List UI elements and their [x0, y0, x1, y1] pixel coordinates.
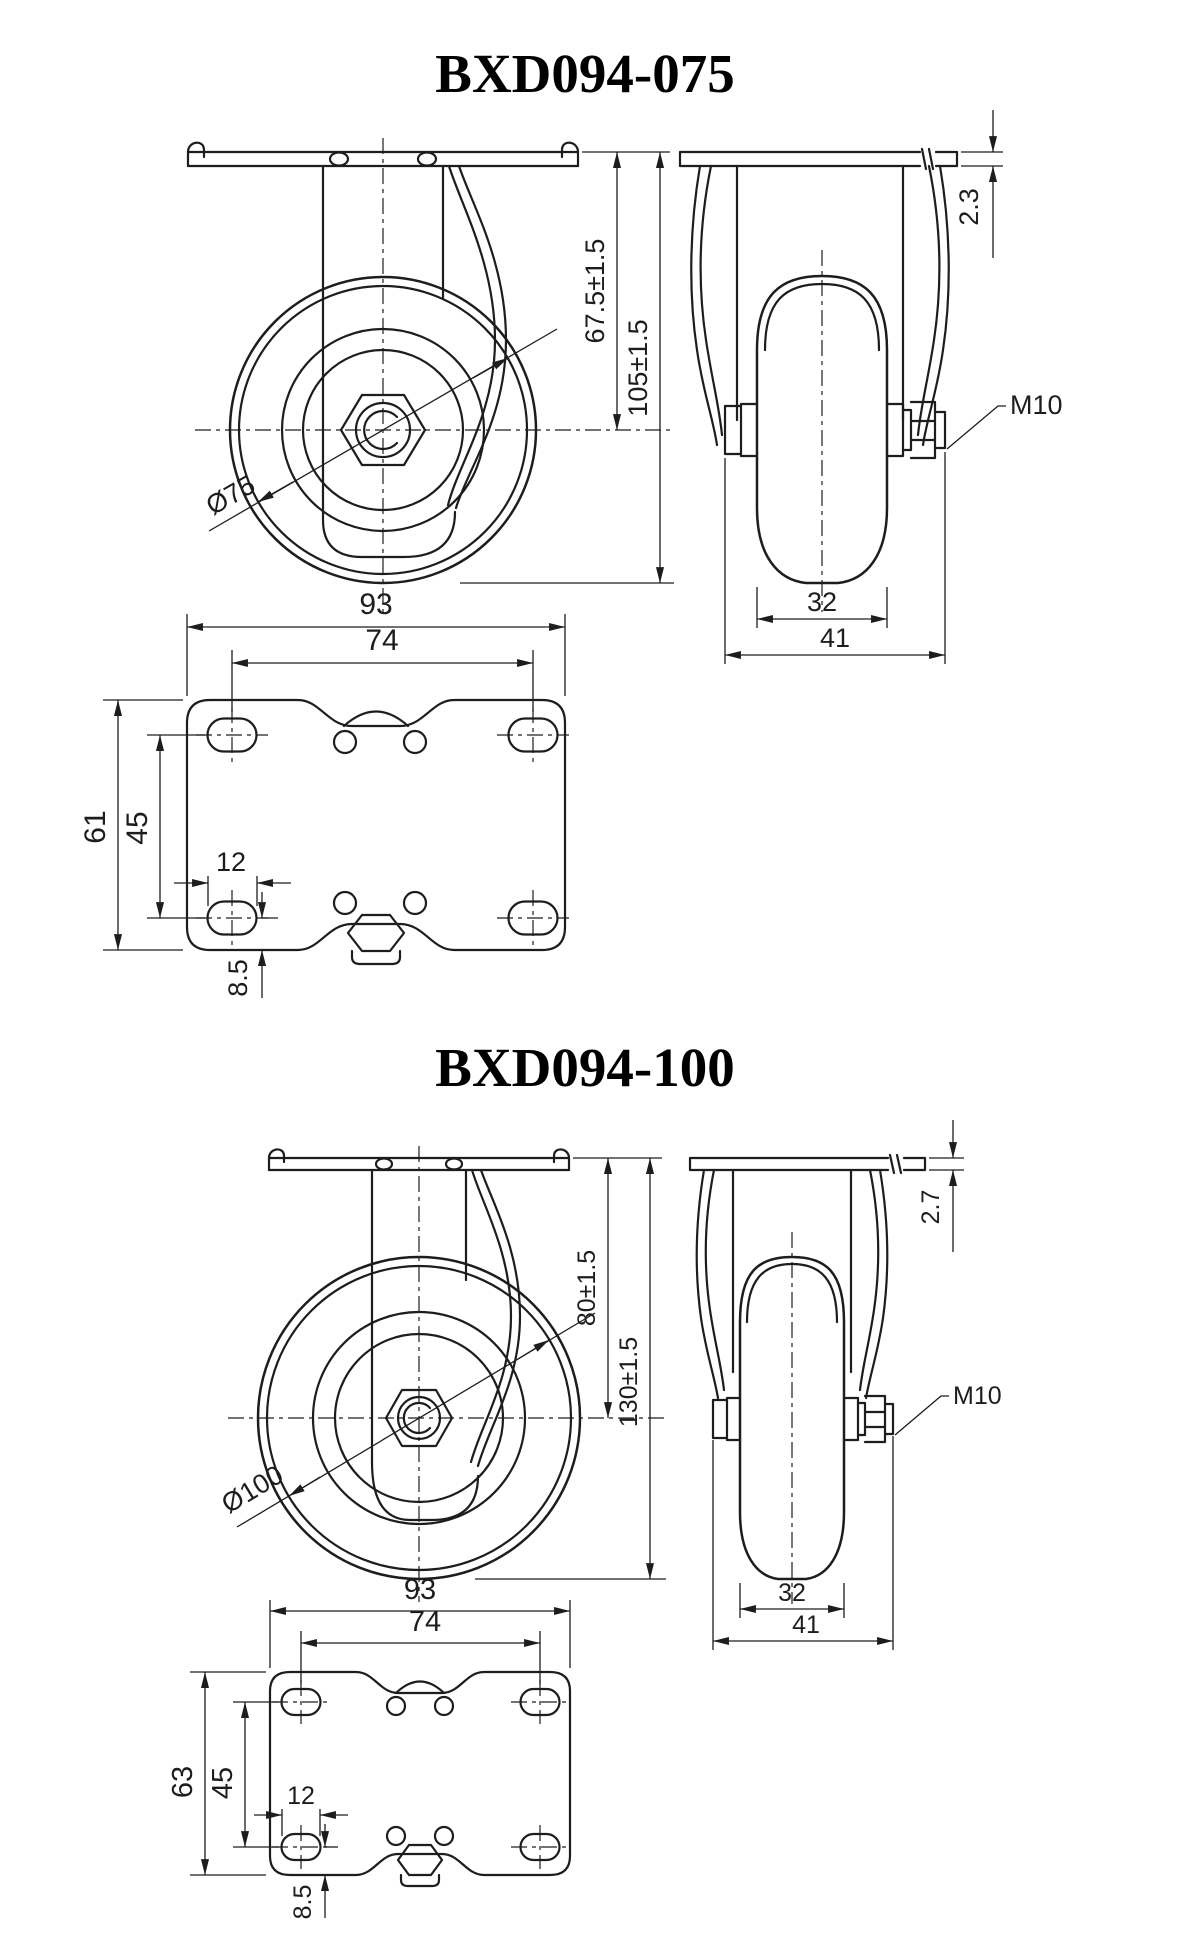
plate-dims: 93 74 63 45 12 8.5 [167, 1574, 571, 1920]
axle-bore [396, 1395, 442, 1441]
dim-mount-to-axle: 67.5±1.5 [580, 239, 610, 344]
dim-wheel-diameter-label: Ø75 [201, 469, 260, 521]
tire-outer [228, 275, 538, 585]
dim-hole-pitch-length: 74 [409, 1606, 441, 1638]
rivet-hole [385, 1695, 407, 1717]
hub-outer [311, 1310, 527, 1526]
axle-nut [384, 1388, 454, 1448]
dim-hub-width: 41 [792, 1611, 820, 1639]
tire-inner [237, 284, 529, 576]
dim-widths: 32 41 [724, 452, 946, 664]
dim-overall-height: 105±1.5 [623, 319, 653, 416]
dim-plate-width: 61 [79, 810, 112, 843]
dim-hole-pitch-length: 74 [365, 624, 398, 657]
dim-wheel-diameter: Ø100 [216, 1312, 596, 1528]
dim-overall-height: 130±1.5 [615, 1337, 643, 1427]
top-plate-edge [186, 141, 580, 168]
tire-outer [256, 1255, 582, 1581]
dim-wheel-diameter-label: Ø100 [216, 1459, 288, 1519]
dim-slot-length: 12 [216, 847, 246, 877]
fork-bracket [321, 164, 508, 559]
dim-mount-to-axle: 80±1.5 [573, 1250, 601, 1326]
dim-widths: 32 41 [712, 1436, 894, 1650]
side-wheel [738, 1232, 846, 1604]
plate-dims: 93 74 61 45 12 8.5 [79, 588, 566, 998]
side-fork-legs [695, 1168, 889, 1400]
front-view: Ø100 80±1.5 130±1.5 [216, 1146, 666, 1602]
dim-slot-length: 12 [287, 1782, 315, 1810]
axle-thread-label: M10 [1010, 390, 1063, 420]
plate-hole [444, 1157, 464, 1171]
dim-wheel-width: 32 [778, 1579, 806, 1607]
drawing-title: BXD094-100 [435, 1037, 734, 1098]
dim-slot-to-edge: 8.5 [289, 1885, 317, 1920]
hub-inner [333, 1332, 505, 1504]
dim-plate-thickness: 2.7 [917, 1120, 964, 1252]
plate-outline [185, 698, 567, 966]
dim-heights: 80±1.5 130±1.5 [475, 1157, 666, 1580]
side-view: 2.3 [678, 110, 1063, 664]
side-axle-hardware [723, 400, 947, 460]
mounting-slots [196, 707, 569, 946]
plate-view: 93 74 61 45 12 8.5 [79, 588, 569, 998]
plate-view: 93 74 63 45 12 8.5 [167, 1574, 572, 1920]
front-view: Ø75 67.5±1.5 105±1.5 [186, 138, 674, 612]
plate-hole [374, 1157, 394, 1171]
dim-plate-thickness-label: 2.3 [954, 188, 984, 226]
rivet-hole [402, 729, 428, 755]
axle-bore [354, 401, 412, 459]
rivet-hole [332, 890, 358, 916]
rivet-hole [402, 890, 428, 916]
side-plate [678, 147, 959, 171]
kingpin-washer [350, 949, 402, 966]
axle-nut [339, 393, 427, 467]
rivet-hole [385, 1825, 407, 1847]
wheel [256, 1255, 582, 1581]
top-plate-edge [267, 1148, 571, 1172]
dim-plate-thickness-label: 2.7 [917, 1190, 945, 1225]
plate-hole [416, 151, 438, 167]
side-plate [688, 1153, 927, 1175]
dim-heights: 67.5±1.5 105±1.5 [460, 151, 674, 584]
rivet-hole [433, 1825, 455, 1847]
dim-plate-thickness: 2.3 [954, 110, 1003, 258]
hub-outer [280, 327, 486, 533]
side-wheel [755, 250, 889, 612]
dim-hole-pitch-width: 45 [207, 1767, 239, 1799]
hub-inner [301, 348, 465, 512]
callout-axle-thread: M10 [894, 1382, 1002, 1436]
dim-slot-to-edge: 8.5 [223, 959, 253, 997]
dim-wheel-width: 32 [807, 587, 837, 617]
axle-thread-label: M10 [953, 1382, 1002, 1410]
drawing-bxd094-100: BXD094-100 [167, 1037, 1002, 1919]
kingpin-washer [399, 1873, 441, 1888]
kingpin-nut [396, 1843, 444, 1877]
dim-hole-pitch-width: 45 [121, 811, 154, 844]
rivet-hole [332, 729, 358, 755]
axle-thread-arc [402, 1401, 432, 1435]
dim-plate-width: 63 [167, 1766, 199, 1798]
tire-inner [265, 1264, 573, 1572]
side-fork-legs [690, 164, 950, 447]
fork-bracket [370, 1168, 522, 1522]
plate-outline [268, 1670, 572, 1888]
dim-plate-length: 93 [359, 588, 392, 621]
plate-hole [328, 151, 350, 167]
axle-thread-arc [363, 409, 399, 451]
mounting-slots [272, 1680, 569, 1869]
brake-tab [394, 1680, 446, 1695]
side-view: 2.7 [688, 1120, 1002, 1650]
drawing-bxd094-075: BXD094-075 [79, 43, 1063, 998]
side-axle-hardware [711, 1394, 895, 1444]
rivet-hole [433, 1695, 455, 1717]
callout-axle-thread: M10 [946, 390, 1063, 450]
dim-hub-width: 41 [820, 623, 850, 653]
dim-plate-length: 93 [404, 1574, 436, 1606]
wheel [228, 275, 538, 585]
brake-tab [342, 710, 410, 728]
kingpin-nut [346, 913, 406, 953]
drawing-title: BXD094-075 [435, 43, 734, 104]
